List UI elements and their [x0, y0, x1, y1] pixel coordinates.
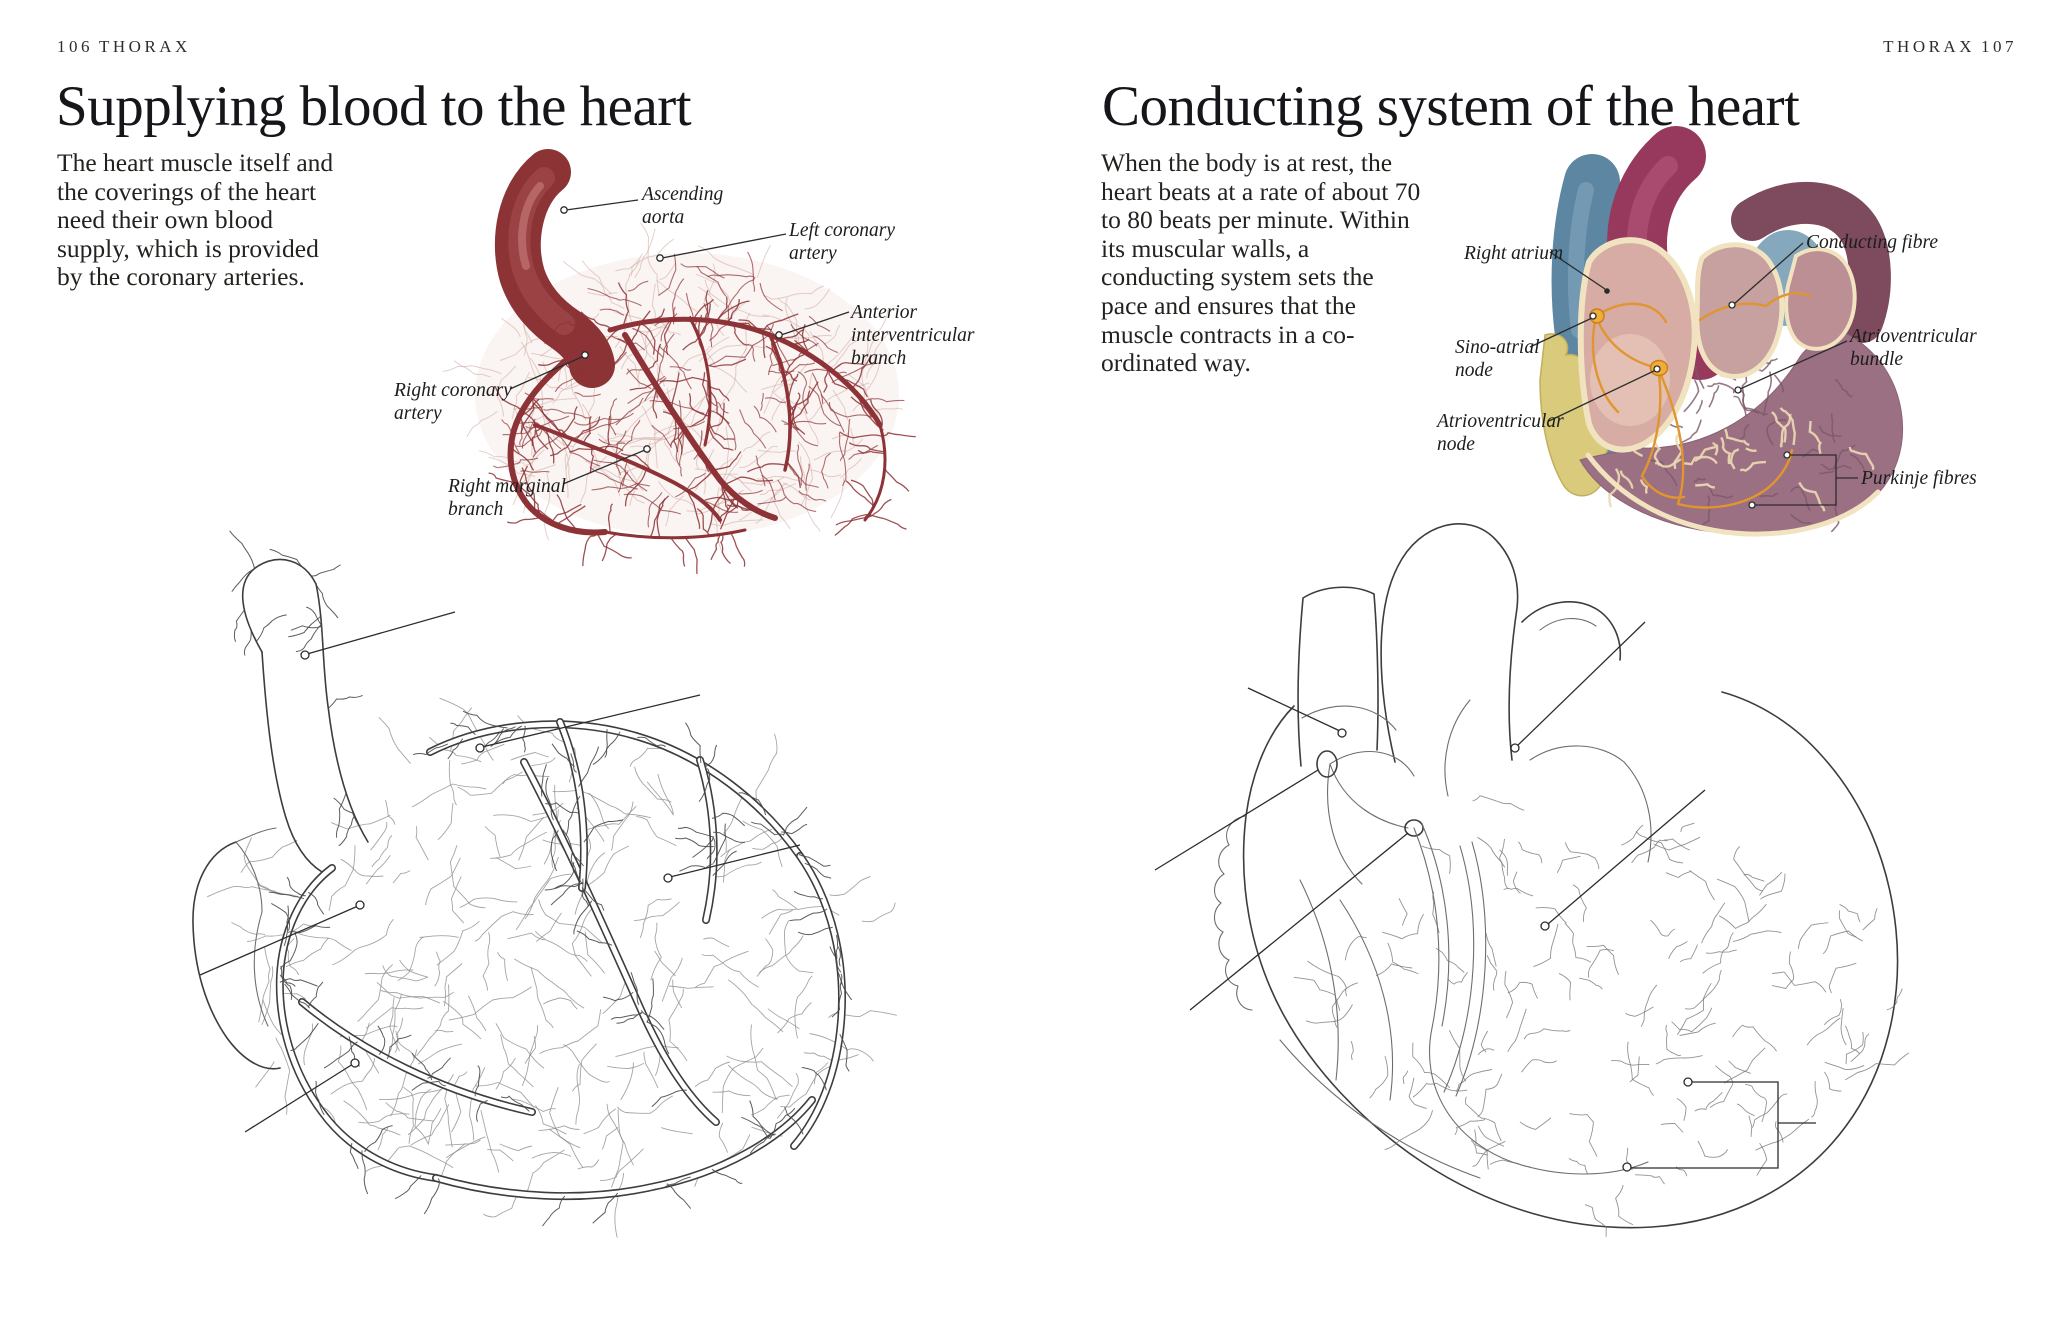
blank-leader-conducting-fibre — [1516, 621, 1646, 747]
page-number-left: 106 — [57, 37, 93, 56]
conducting-system-outline-drawing — [1154, 523, 1910, 1237]
page-title-right: Conducting system of the heart — [1102, 75, 1800, 138]
left-chamber-shape — [1784, 247, 1857, 351]
blank-leader-av-node — [1189, 832, 1409, 1011]
blank-leader-1 — [306, 611, 456, 655]
blank-leader-purkinje-bracket — [1627, 1081, 1816, 1169]
leader-av-node — [1548, 369, 1657, 422]
page-title-left: Supplying blood to the heart — [56, 75, 692, 138]
outline-vessel-web — [207, 697, 897, 1238]
ventricles-shape — [1579, 333, 1904, 536]
aortic-arch-shape — [1731, 182, 1891, 343]
label-right-marginal-branch: Right marginal branch — [448, 476, 566, 520]
leader-anterior-interventricular — [780, 311, 850, 336]
intro-paragraph-right: When the body is at rest, the heart beat… — [1101, 148, 1421, 378]
blank-leader-4 — [199, 905, 359, 976]
outline-trabeculae-texture — [1293, 795, 1910, 1237]
conducting-fibres — [1591, 292, 1812, 509]
section-name-right: THORAX — [1883, 37, 1975, 56]
running-head-left: 106 THORAX — [57, 37, 191, 57]
label-anterior-interventricular-branch: Anterior interventricular branch — [851, 302, 975, 369]
blank-leader-5 — [244, 1063, 354, 1133]
coronary-arteries-outline-drawing — [192, 530, 897, 1238]
artery-twigs — [488, 282, 916, 574]
label-sino-atrial-node: Sino-atrial node — [1455, 337, 1540, 381]
label-right-atrium: Right atrium — [1464, 243, 1564, 264]
coronary-arteries-illustration — [442, 149, 916, 574]
blank-leader-2 — [481, 694, 701, 748]
label-atrioventricular-bundle: Atrioventricular bundle — [1850, 326, 1977, 370]
leader-av-bundle — [1739, 340, 1848, 390]
left-atrium-shape — [1694, 242, 1785, 379]
leader-ascending-aorta — [565, 199, 639, 211]
label-ascending-aorta: Ascending aorta — [642, 184, 724, 228]
leader-left-coronary — [661, 233, 787, 259]
leader-conducting-fibre — [1733, 242, 1804, 305]
label-conducting-fibre: Conducting fibre — [1806, 232, 1938, 253]
label-left-coronary-artery: Left coronary artery — [789, 220, 895, 264]
section-name-left: THORAX — [99, 37, 191, 56]
outline-artery-twigs — [229, 530, 853, 1227]
leader-sino-atrial — [1529, 317, 1593, 348]
intro-paragraph-left: The heart muscle itself and the covering… — [57, 148, 334, 292]
running-head-right: THORAX 107 — [1883, 37, 2017, 57]
blank-leader-av-bundle — [1547, 789, 1706, 925]
label-right-coronary-artery: Right coronary artery — [394, 380, 512, 424]
conducting-system-illustration — [1529, 126, 1904, 537]
blank-leader-3 — [669, 844, 801, 878]
leader-right-atrium — [1549, 251, 1606, 290]
leader-purkinje-bracket — [1752, 454, 1858, 506]
page-number-right: 107 — [1981, 37, 2017, 56]
dark-vessel-web — [493, 251, 905, 528]
blank-leader-right-atrium — [1247, 687, 1341, 732]
label-atrioventricular-node: Atrioventricular node — [1437, 411, 1564, 455]
leader-right-coronary — [509, 355, 585, 390]
label-purkinje-fibres: Purkinje fibres — [1861, 468, 1977, 489]
leader-right-marginal — [562, 449, 646, 485]
blank-leader-sino-atrial — [1154, 769, 1319, 871]
